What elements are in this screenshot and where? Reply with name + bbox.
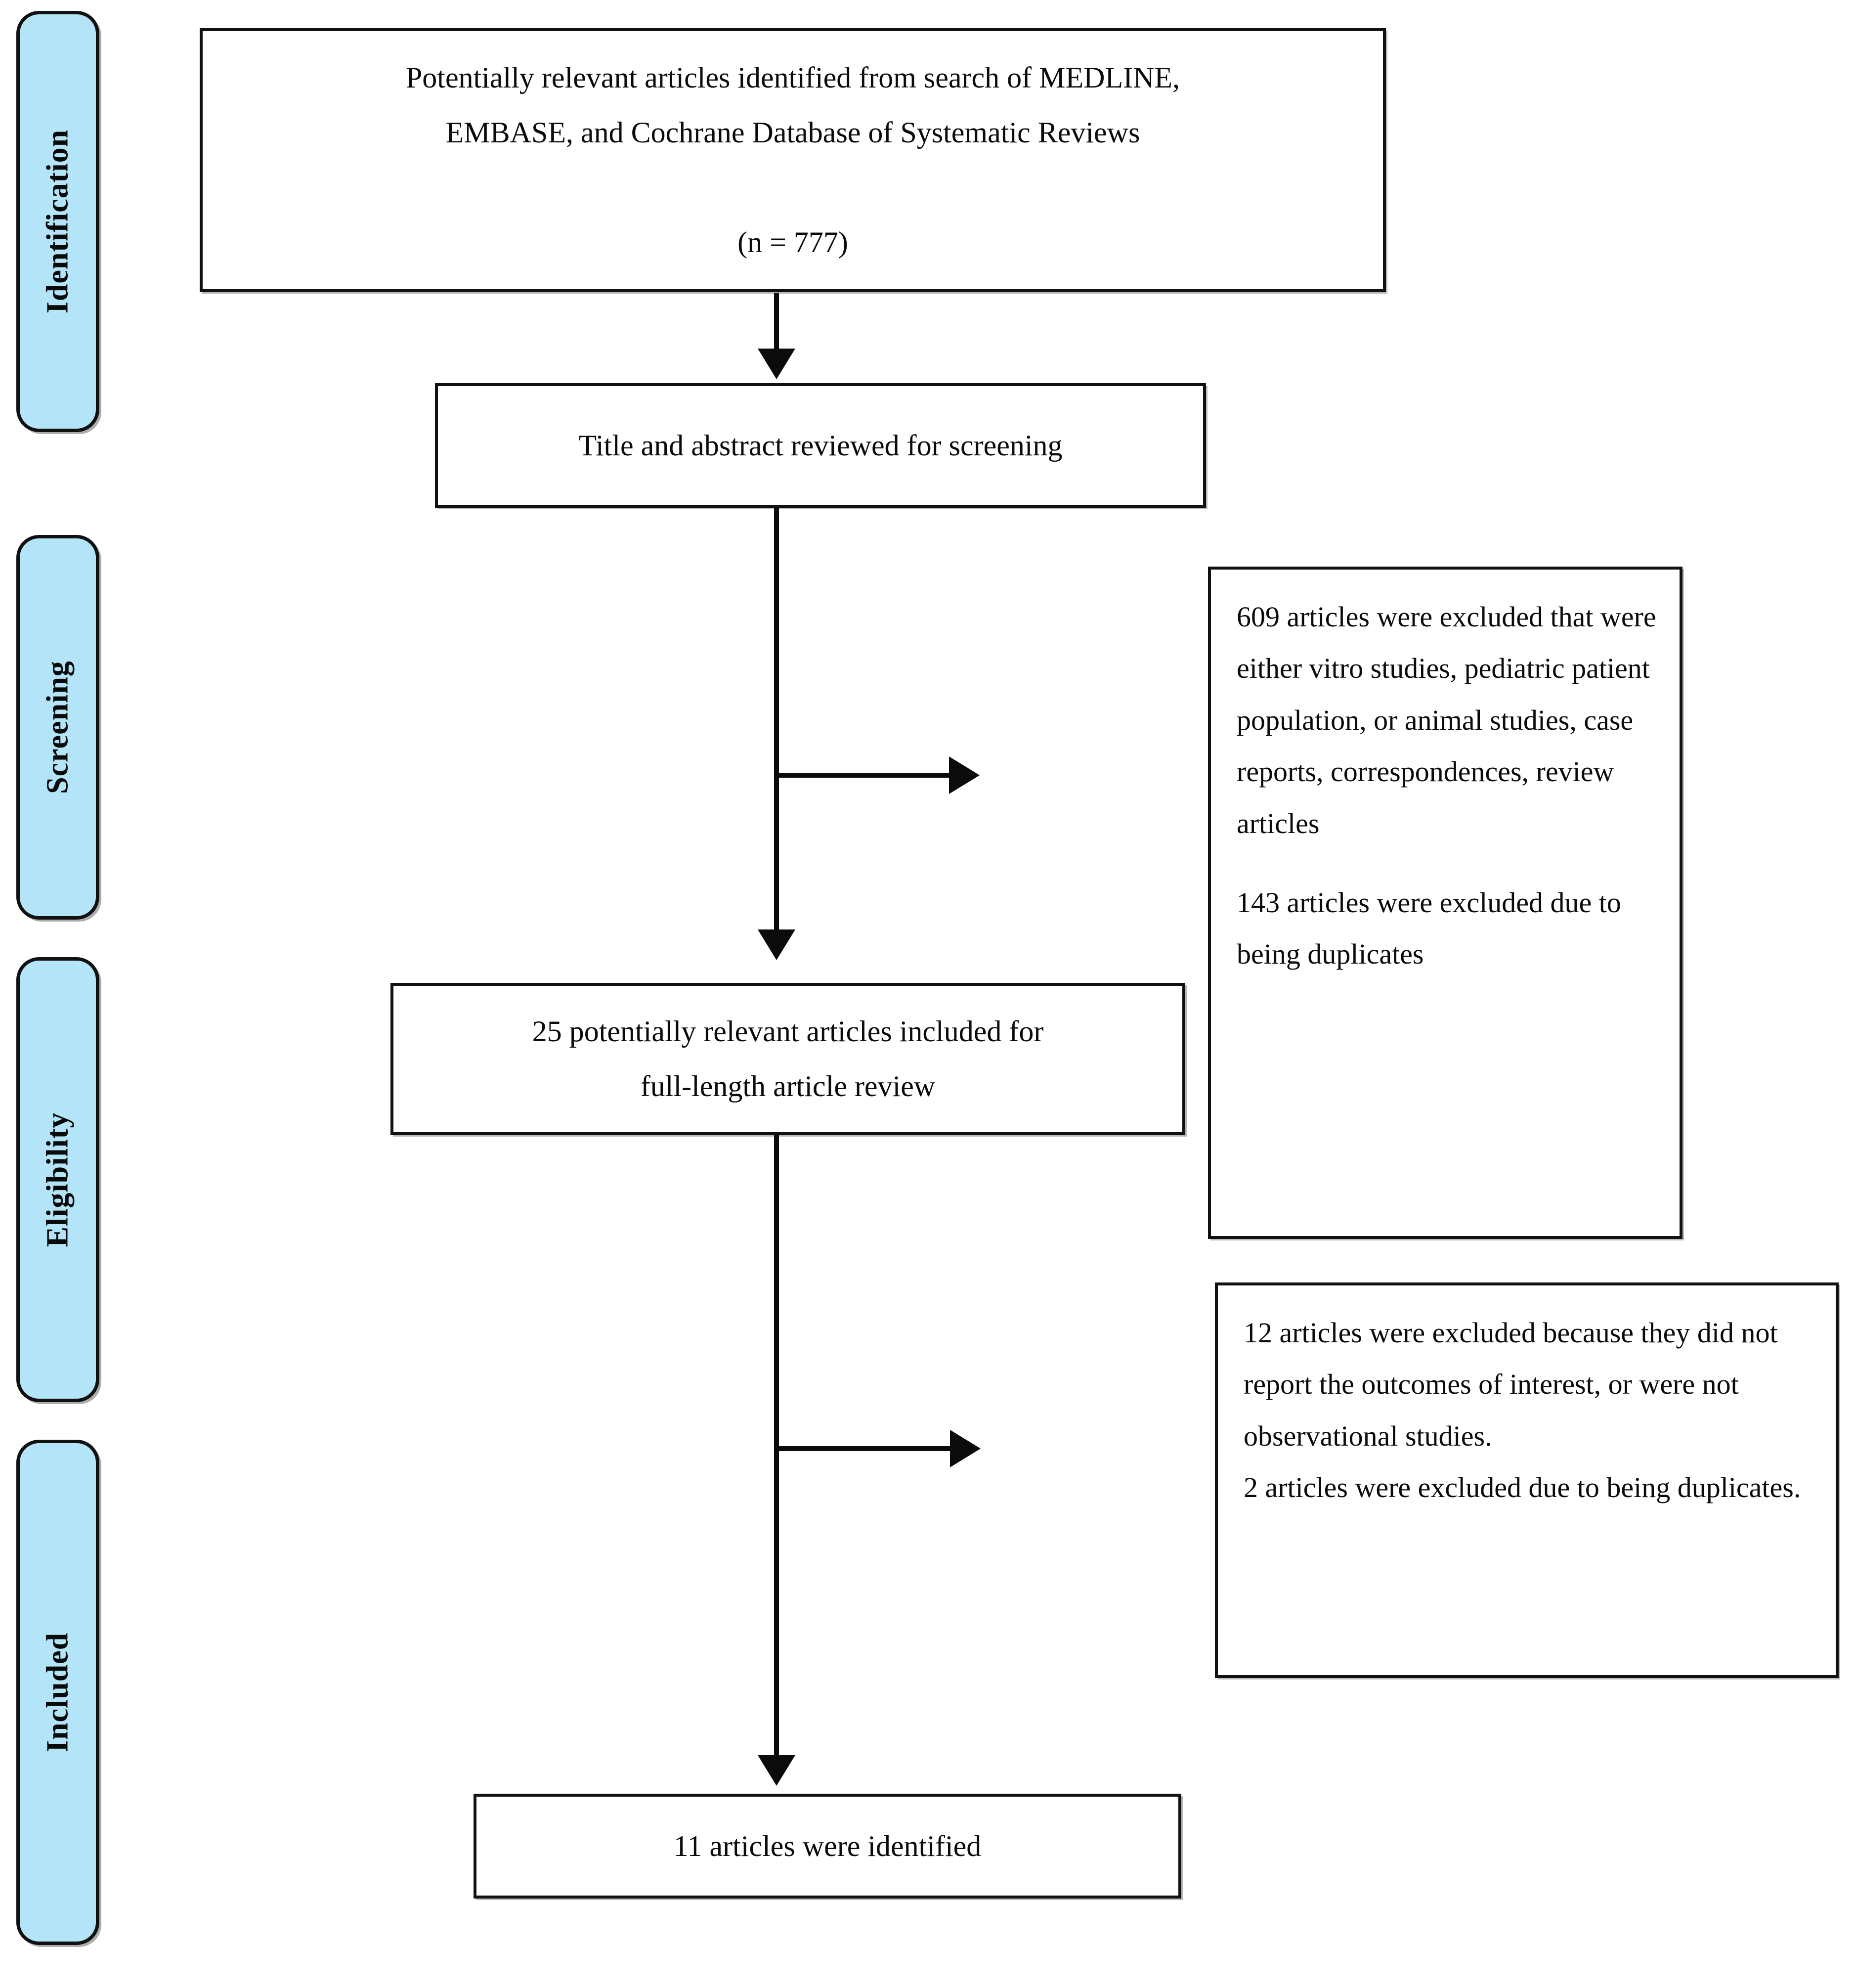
flow-box-studies-included-text: 11 articles were identified [673, 1829, 982, 1862]
connector-line-screening-to-exclusion-1 [774, 773, 952, 778]
stage-label-screening: Screening [41, 661, 75, 794]
flow-box-studies-included: 11 articles were identified [474, 1794, 1181, 1899]
exclusion-box-screening: 609 articles were excluded that were eit… [1208, 567, 1682, 1239]
stage-pill-included: Included [16, 1440, 99, 1945]
exclusion-box-screening-paragraph-1: 609 articles were excluded that were eit… [1237, 601, 1656, 839]
stage-pill-identification: Identification [16, 11, 99, 432]
stage-label-identification: Identification [41, 129, 75, 314]
flow-box-records-identified: Potentially relevant articles identified… [200, 28, 1386, 292]
stage-pill-eligibility: Eligibility [16, 957, 99, 1402]
connector-line-eligibility-to-exclusion-2 [774, 1446, 953, 1451]
exclusion-box-eligibility-paragraph-1: 12 articles were excluded because they d… [1244, 1317, 1801, 1504]
exclusion-box-screening-spacer [1211, 849, 1680, 877]
connector-line-identification-to-screening [774, 293, 779, 351]
connector-line-screening-trunk [774, 508, 779, 933]
stage-label-included: Included [41, 1632, 75, 1753]
arrow-identification-to-screening-icon [758, 349, 795, 379]
stage-pill-screening: Screening [16, 535, 99, 920]
arrow-screening-to-eligibility-icon [758, 929, 795, 960]
arrow-eligibility-to-included-icon [758, 1755, 795, 1786]
arrow-screening-to-exclusion-1-icon [949, 756, 980, 794]
exclusion-box-screening-paragraph-2: 143 articles were excluded due to being … [1237, 886, 1621, 971]
exclusion-box-eligibility: 12 articles were excluded because they d… [1215, 1282, 1839, 1678]
arrow-eligibility-to-exclusion-2-icon [950, 1430, 981, 1467]
stage-label-eligibility: Eligibility [41, 1112, 75, 1247]
flow-box-title-abstract-screened: Title and abstract reviewed for screenin… [435, 383, 1206, 508]
flow-box-full-text-assessed-text: 25 potentially relevant articles include… [532, 1015, 1044, 1103]
flow-box-title-abstract-screened-text: Title and abstract reviewed for screenin… [578, 429, 1063, 462]
flow-box-records-identified-text: Potentially relevant articles identified… [405, 61, 1180, 259]
flow-box-full-text-assessed: 25 potentially relevant articles include… [390, 983, 1185, 1135]
